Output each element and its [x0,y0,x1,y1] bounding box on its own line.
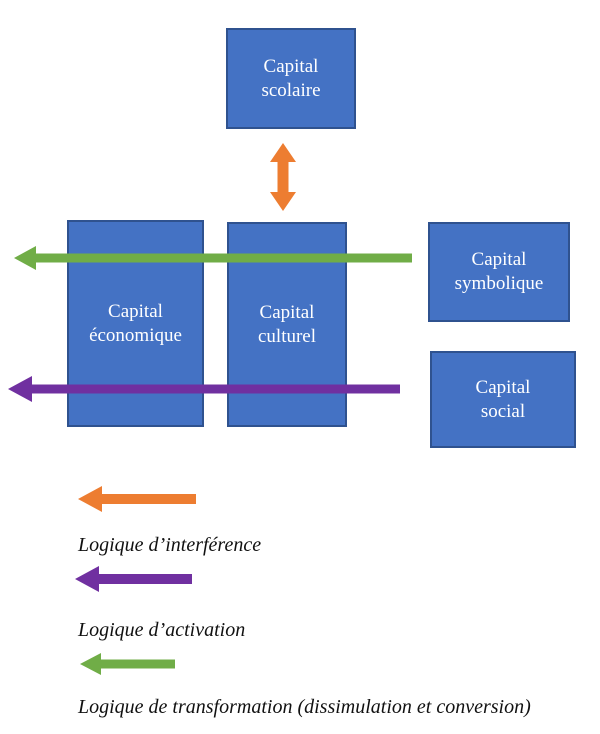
box-label-line: social [480,400,526,422]
box-capital-social: Capital social [430,351,576,448]
interference-vertical-arrow-icon [270,143,296,211]
box-label-line: Capital [108,300,163,322]
box-label-line: scolaire [261,79,321,101]
box-label-line: Capital [475,376,531,398]
legend-activation-arrow-icon [75,566,192,592]
box-capital-symbolique: Capital symbolique [428,222,570,322]
legend-label-transformation: Logique de transformation (dissimulation… [78,696,531,718]
box-label-line: culturel [257,325,317,347]
legend-label-interference: Logique d’interférence [78,534,262,556]
box-label-line: Capital [471,249,527,270]
legend-label-activation: Logique d’activation [78,619,246,641]
box-label-line: Capital [259,301,315,323]
box-capital-scolaire: Capital scolaire [226,28,356,129]
box-label-line: symbolique [454,273,544,294]
box-capital-economique: Capital économique [67,220,204,427]
box-capital-culturel: Capital culturel [227,222,347,427]
legend-transformation-arrow-icon [80,653,175,675]
box-label-line: économique [89,324,182,346]
legend-interference-arrow-icon [78,486,196,512]
box-label-line: Capital [263,55,319,77]
